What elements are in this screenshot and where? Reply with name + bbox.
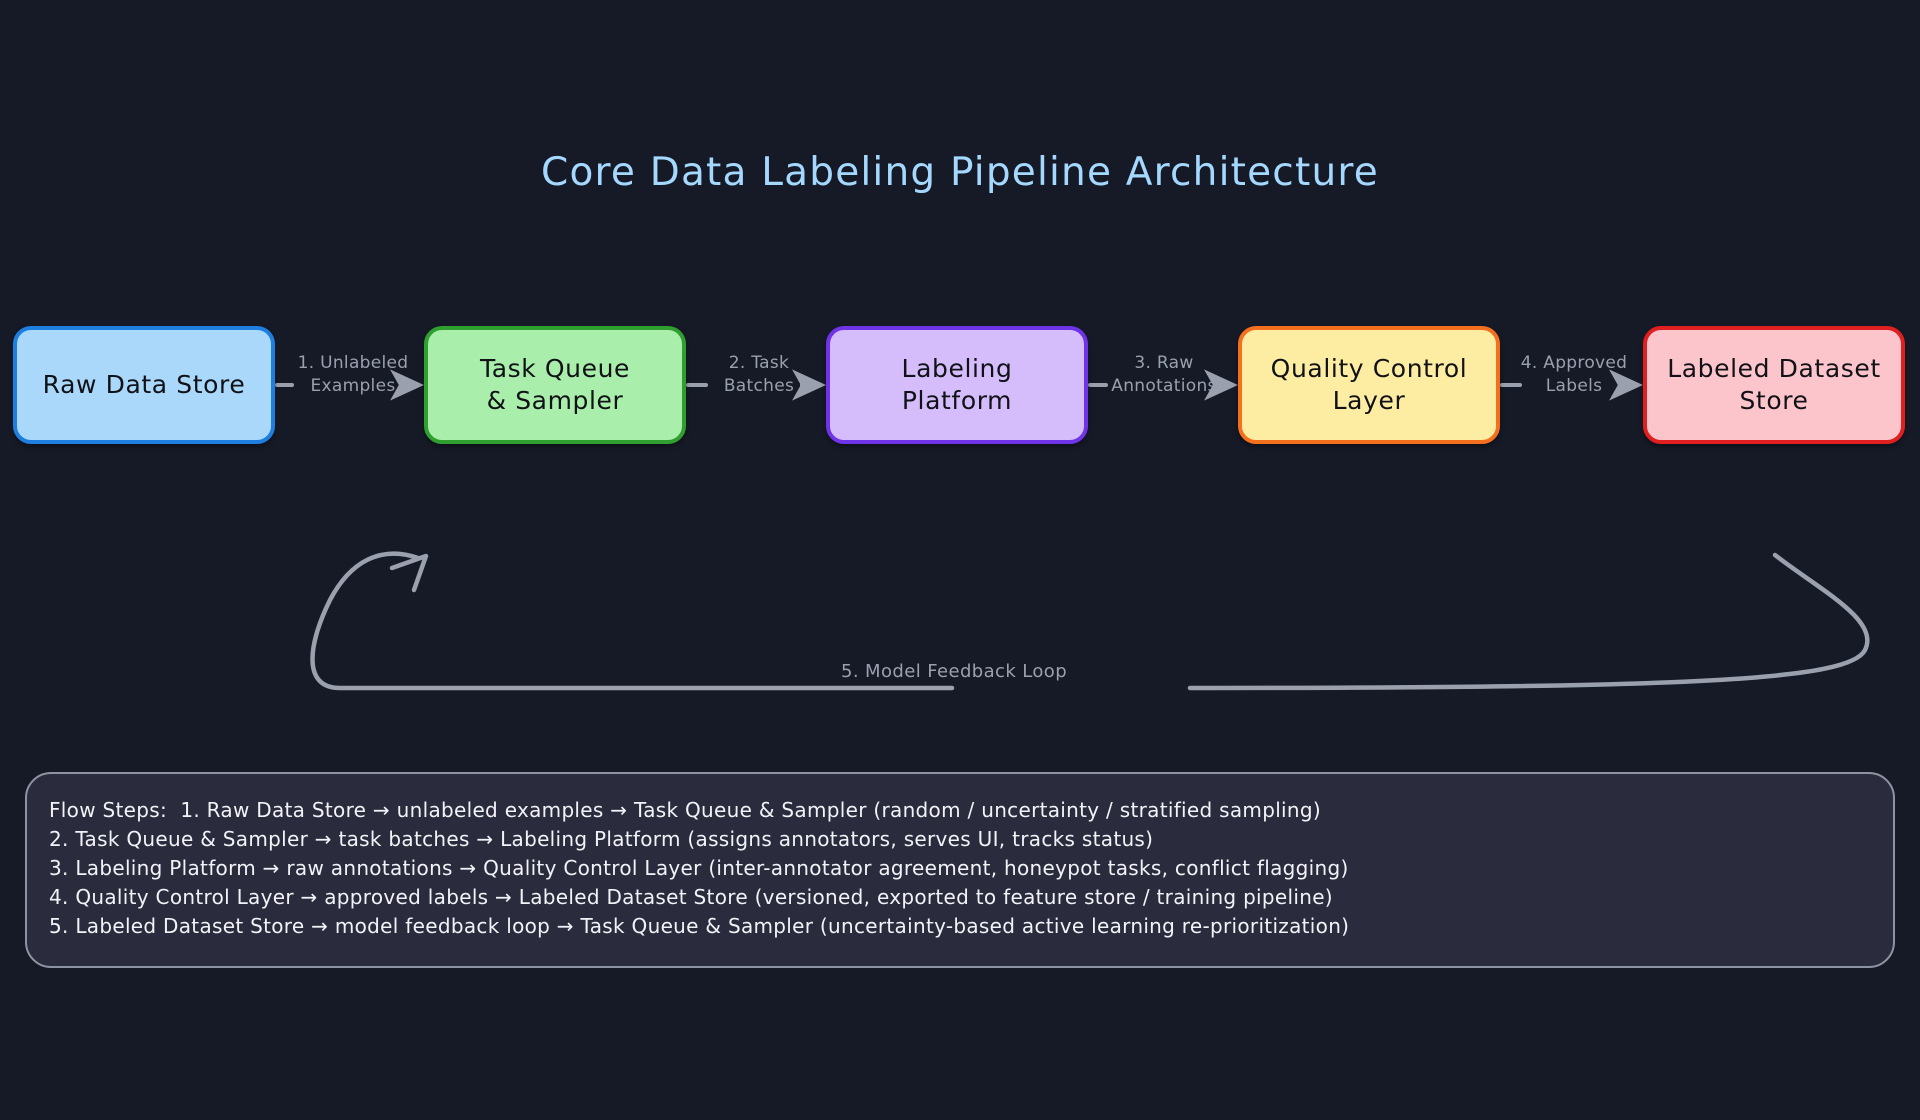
flow-steps-panel: Flow Steps: 1. Raw Data Store → unlabele… xyxy=(25,772,1895,968)
node-label: Task Queue & Sampler xyxy=(479,354,631,415)
page-title: Core Data Labeling Pipeline Architecture xyxy=(541,150,1379,195)
node-raw-data-store[interactable]: Raw Data Store xyxy=(13,326,275,444)
node-label: Raw Data Store xyxy=(42,370,246,399)
node-quality-control-layer[interactable]: Quality Control Layer xyxy=(1238,326,1500,444)
edge-label-task-batches: 2. Task Batches xyxy=(723,353,795,396)
connector-model-feedback-loop xyxy=(310,551,1870,691)
flow-step-line: 4. Quality Control Layer → approved labe… xyxy=(49,885,1333,909)
node-labeling-platform[interactable]: Labeling Platform xyxy=(826,326,1088,444)
edge-label-approved-labels: 4. Approved Labels xyxy=(1520,353,1628,396)
node-label: Labeling Platform xyxy=(901,354,1013,415)
node-labeled-dataset-store[interactable]: Labeled Dataset Store xyxy=(1643,326,1905,444)
node-label: Quality Control Layer xyxy=(1270,354,1468,415)
edge-label-unlabeled-examples: 1. Unlabeled Examples xyxy=(297,353,409,396)
flow-step-line: 3. Labeling Platform → raw annotations →… xyxy=(49,856,1349,880)
edge-label-model-feedback-loop: 5. Model Feedback Loop xyxy=(840,661,1068,682)
flow-step-line: Flow Steps: 1. Raw Data Store → unlabele… xyxy=(49,798,1321,822)
flow-step-line: 5. Labeled Dataset Store → model feedbac… xyxy=(49,914,1350,938)
edge-label-raw-annotations: 3. Raw Annotations xyxy=(1111,353,1217,396)
node-label: Labeled Dataset Store xyxy=(1667,354,1881,415)
flow-step-line: 2. Task Queue & Sampler → task batches →… xyxy=(49,827,1154,851)
node-task-queue-sampler[interactable]: Task Queue & Sampler xyxy=(424,326,686,444)
